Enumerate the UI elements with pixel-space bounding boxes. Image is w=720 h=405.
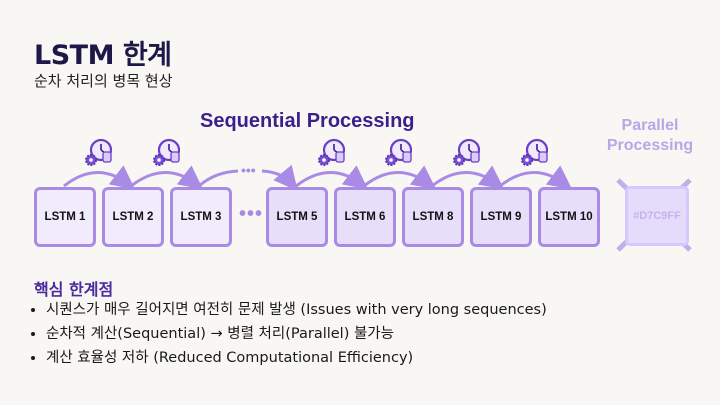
arrow	[130, 165, 204, 190]
ellipsis-top: •••	[241, 162, 256, 178]
sequential-title: Sequential Processing	[200, 110, 415, 132]
ellipsis: •••	[239, 203, 264, 225]
list-item: 순차적 계산(Sequential) → 병렬 처리(Parallel) 불가능	[46, 322, 547, 346]
clock-gear-hand-icon	[153, 138, 181, 166]
list-item: 계산 효율성 저하 (Reduced Computational Efficie…	[46, 346, 547, 370]
limits-list: 시퀀스가 매우 길어지면 여전히 문제 발생 (Issues with very…	[28, 298, 547, 370]
lstm-cell: LSTM 8	[402, 187, 464, 247]
lstm-cell: LSTM 1	[34, 187, 96, 247]
arrow	[198, 169, 239, 188]
limits-heading: 핵심 한계점	[34, 280, 114, 299]
page-title: LSTM 한계	[34, 40, 172, 71]
clock-gear-hand-icon	[453, 138, 481, 166]
clock-gear-hand-icon	[521, 138, 549, 166]
lstm-cell: LSTM 10	[538, 187, 600, 247]
arrow	[499, 165, 573, 190]
parallel-title: Parallel Processing	[606, 117, 694, 154]
arrow	[295, 165, 369, 190]
list-item: 시퀀스가 매우 길어지면 여전히 문제 발생 (Issues with very…	[46, 298, 547, 322]
page-subtitle: 순차 처리의 병목 현상	[34, 72, 173, 90]
lstm-cell: LSTM 3	[170, 187, 232, 247]
clock-gear-hand-icon	[385, 138, 413, 166]
parallel-box: #D7C9FF	[625, 186, 689, 246]
clock-gear-hand-icon	[318, 138, 346, 166]
lstm-cell: LSTM 2	[102, 187, 164, 247]
clock-gear-hand-icon	[85, 138, 113, 166]
arrow	[431, 165, 505, 190]
lstm-cell: LSTM 5	[266, 187, 328, 247]
arrow	[363, 165, 437, 190]
lstm-cell: LSTM 6	[334, 187, 396, 247]
arrow	[63, 165, 136, 190]
lstm-cell: LSTM 9	[470, 187, 532, 247]
arrow	[261, 164, 298, 191]
